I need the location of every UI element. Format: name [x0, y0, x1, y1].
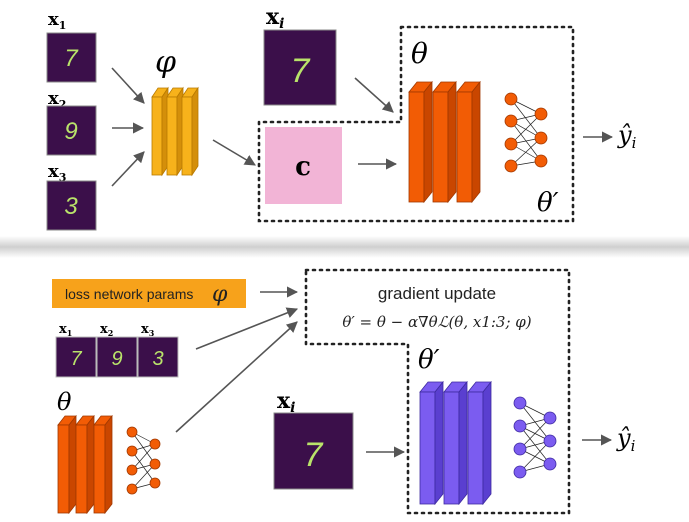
strip-label-1: x1: [59, 322, 72, 338]
top-input-2-label: x2: [48, 88, 66, 111]
arrow-strip-to-update: [195, 307, 299, 350]
loss-network-phi-symbol: φ: [212, 282, 228, 307]
theta-prime-mlp: [513, 396, 557, 479]
support-strip: x1 x2 x3 7 9 3: [55, 322, 179, 378]
phi-label: φ: [155, 45, 176, 80]
strip-image-1: [55, 336, 97, 378]
strip-label-3: x3: [141, 322, 155, 338]
loss-network-params-box: [52, 279, 246, 308]
strip-digit-1: 7: [70, 348, 82, 370]
digit-glyph-x2: 9: [64, 118, 77, 145]
digit-image-x3: [46, 180, 97, 231]
digit-image-xi-bottom: [273, 412, 354, 490]
gradient-update-equation: θ′ = θ − α∇θℒ(θ, x1:3; φ): [342, 313, 531, 331]
arrow-x3-to-phi: [111, 151, 145, 187]
top-query-label: xi: [266, 4, 284, 32]
theta-mlp-bottom: [126, 426, 161, 495]
loss-network-params-label: loss network params: [65, 286, 193, 302]
digit-glyph-x3: 3: [64, 193, 78, 220]
digit-image-x2: [46, 105, 97, 156]
gradient-update-title: gradient update: [378, 284, 496, 303]
theta-network-bottom: [57, 414, 113, 515]
digit-glyph-xi-top: 7: [291, 52, 311, 90]
top-input-3-label: x3: [48, 161, 66, 184]
gradient-update-region: [304, 268, 571, 515]
output-label-top: ŷi: [617, 121, 637, 152]
strip-image-3: [137, 336, 179, 378]
theta-prime-label-top: θ′: [537, 188, 559, 218]
phi-network: [151, 86, 199, 177]
strip-digit-3: 3: [152, 348, 163, 370]
digit-image-xi-top: [263, 29, 337, 106]
bottom-query: xi 7: [273, 388, 354, 490]
arrow-xi-to-theta: [354, 77, 394, 113]
arrow-theta-to-update: [175, 321, 298, 433]
digit-glyph-xi-bottom: 7: [304, 436, 324, 474]
theta-label-top: θ: [411, 37, 428, 70]
theta-network-top: [408, 80, 481, 204]
theta-mlp-top: [504, 92, 548, 173]
arrow-phi-to-context: [212, 139, 256, 166]
strip-label-2: x2: [100, 322, 113, 338]
arrow-x1-to-phi: [111, 67, 145, 104]
digit-image-x1: [46, 32, 97, 83]
top-input-3: x3 3: [46, 161, 97, 231]
context-label: c: [295, 152, 311, 182]
output-label-bottom: ŷi: [616, 424, 636, 455]
top-input-2: x2 9: [46, 88, 97, 156]
panel-separator: [0, 236, 689, 258]
theta-label-bottom: θ: [57, 388, 72, 416]
adapted-model-region: [257, 25, 575, 223]
top-input-1-label: x1: [48, 9, 66, 32]
digit-glyph-x1: 7: [64, 45, 79, 72]
context-box: [265, 127, 342, 204]
strip-image-2: [96, 336, 138, 378]
theta-prime-label-bottom: θ′: [418, 345, 440, 375]
strip-digit-2: 9: [111, 348, 122, 370]
top-input-1: x1 7: [46, 9, 97, 83]
bottom-query-label: xi: [277, 388, 295, 416]
theta-prime-network: [419, 380, 492, 506]
top-query: xi 7: [263, 4, 337, 106]
